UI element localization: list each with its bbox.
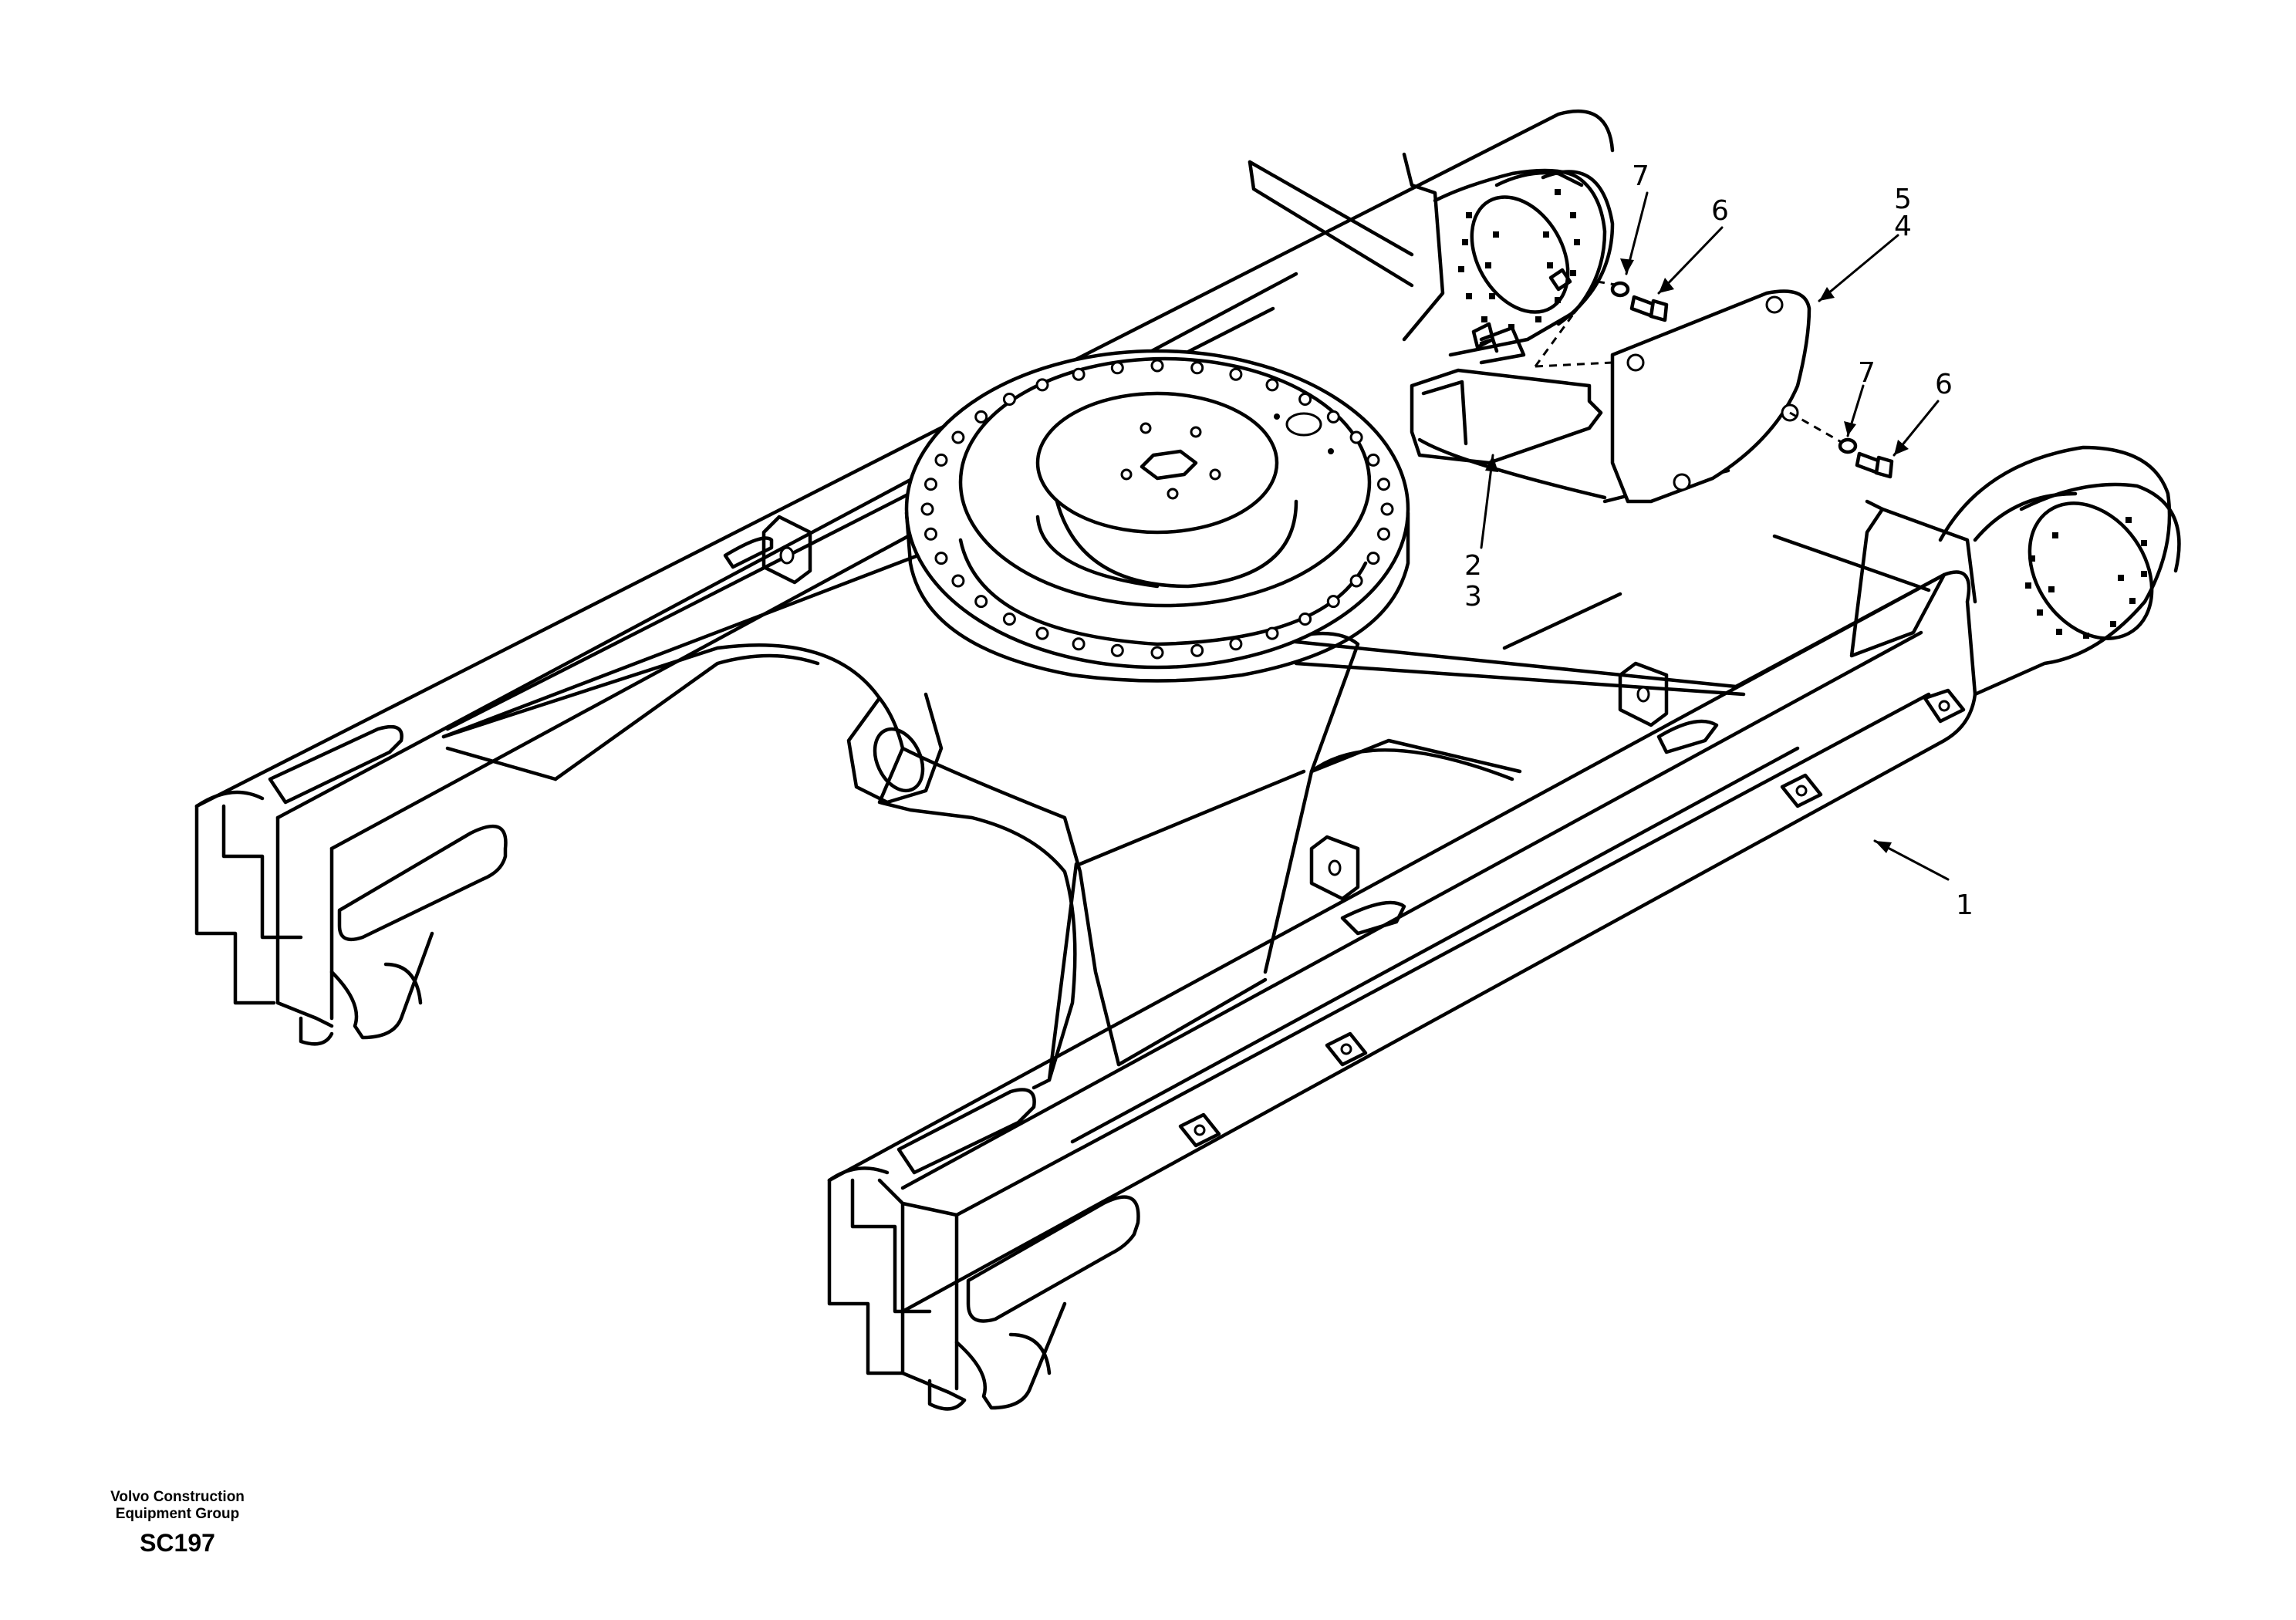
bolt-hole [1326, 410, 1340, 424]
bolt-hole [1380, 502, 1394, 516]
callout-3: 3 [1464, 581, 1482, 613]
bolt-hole [1298, 613, 1312, 626]
bolt-hole [1035, 378, 1049, 392]
bolt-hole [1265, 378, 1279, 392]
drawing-credit: Volvo Construction Equipment Group SC197 [93, 1489, 262, 1558]
bolt-hole [1377, 527, 1390, 541]
drawing-code: SC197 [140, 1529, 215, 1557]
callout-6-upper: 6 [1711, 195, 1729, 227]
callout-1: 1 [1956, 889, 1974, 921]
bolt-hole [974, 595, 988, 609]
leader-lines [1480, 191, 1950, 881]
bolt-hole [1326, 595, 1340, 609]
bolt-hole [920, 502, 934, 516]
right-track-frame [827, 445, 2181, 1411]
callout-7-upper: 7 [1632, 160, 1649, 192]
bolt-hole [951, 574, 965, 588]
housing-bolt-holes [1458, 189, 1580, 330]
callout-7-lower: 7 [1858, 357, 1876, 389]
fasteners [1534, 280, 1894, 479]
bolt-hole [1265, 626, 1279, 640]
bolt-hole [1002, 613, 1016, 626]
bolt-hole [951, 430, 965, 444]
company-name-line-1: Volvo Construction [110, 1489, 245, 1505]
bolt-hole [924, 478, 937, 491]
center-body [441, 468, 1947, 1090]
bolt-hole [974, 410, 988, 424]
mounting-lugs [1178, 661, 1966, 1148]
swing-bearing [904, 349, 1410, 683]
bolt-hole [1190, 361, 1204, 375]
bolt-hole [924, 527, 937, 541]
bolt-hole [1298, 393, 1312, 406]
bolt-hole [1072, 637, 1086, 651]
left-track-frame [194, 109, 1615, 1046]
bolt-hole [1110, 643, 1124, 657]
bolt-hole [1002, 393, 1016, 406]
bolt-hole [934, 453, 948, 467]
callout-4: 4 [1894, 211, 1912, 242]
bolt-hole [1035, 626, 1049, 640]
callout-numbers: 1 2 3 5 4 6 7 6 7 [1464, 160, 1974, 921]
bolt-hole [1110, 361, 1124, 375]
bolt-hole [1366, 453, 1380, 467]
bolt-hole [1349, 574, 1363, 588]
bolt-hole [1229, 367, 1243, 381]
bolt-hole [1072, 367, 1086, 381]
callout-5: 5 [1894, 184, 1912, 215]
bolt-hole [1229, 637, 1243, 651]
bolt-hole [934, 552, 948, 565]
company-name-line-2: Equipment Group [115, 1506, 240, 1522]
bolt-hole [1366, 552, 1380, 565]
side-cover-plate [1610, 289, 1811, 504]
bolt-hole [1190, 643, 1204, 657]
bolt-hole [1377, 478, 1390, 491]
bolt-hole [1150, 359, 1164, 373]
callout-6-lower: 6 [1935, 369, 1953, 400]
bolt-hole [1349, 430, 1363, 444]
callout-2: 2 [1464, 550, 1482, 582]
motor-cover-plate [1410, 326, 1607, 500]
front-housing-bolt-holes [2025, 517, 2147, 639]
bolt-hole [1150, 646, 1164, 660]
bolt-circle [920, 359, 1394, 660]
